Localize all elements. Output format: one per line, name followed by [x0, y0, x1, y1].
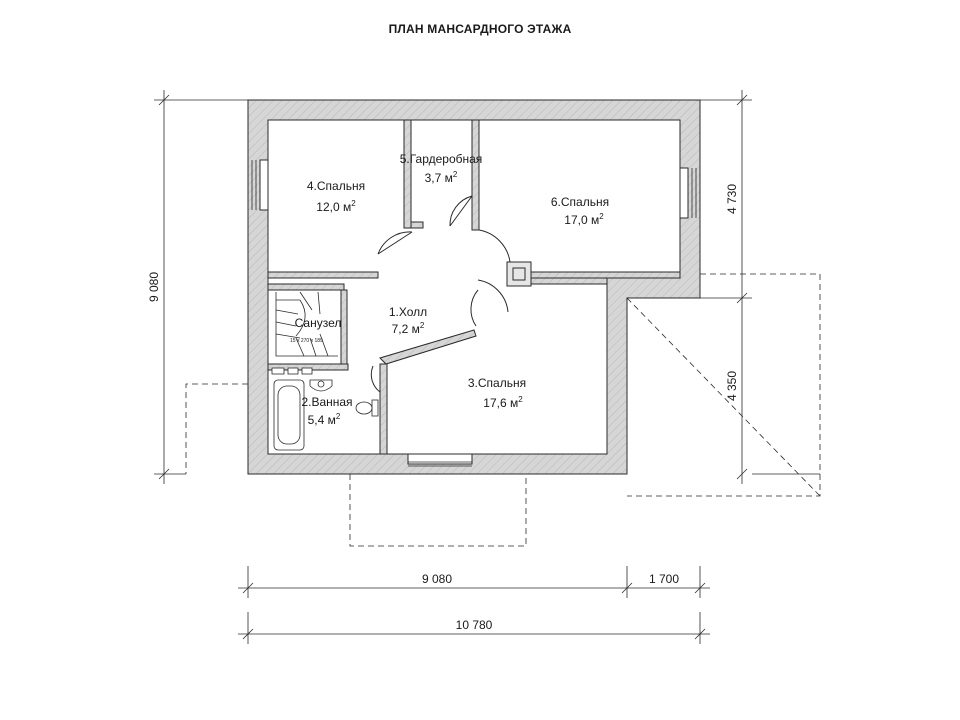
room-area-bed6: 17,0 м2	[564, 212, 604, 227]
stair-note: 15 х 270 х 189	[290, 338, 323, 344]
wall-bed6-bottom	[529, 271, 681, 279]
stairs	[275, 291, 338, 357]
walls	[247, 99, 701, 475]
dashed-outlines	[185, 273, 821, 547]
toilet-tank	[371, 399, 379, 417]
wall-wc-right	[340, 289, 348, 365]
room-label-bath: 2.Ванная	[301, 395, 352, 409]
dim-bottom-extension: 1 700	[649, 572, 679, 586]
room-area-wardrobe: 3,7 м2	[425, 170, 458, 185]
toilet-bowl	[355, 401, 373, 415]
wall-bed4-wardrobe	[403, 119, 412, 229]
dim-left-total: 9 080	[147, 272, 161, 302]
dim-right-upper: 4 730	[725, 184, 739, 214]
wall-bed4-bottom	[267, 271, 379, 279]
room-label-wardrobe: 5.Гардеробная	[400, 152, 483, 166]
doors	[370, 195, 511, 393]
dimension-labels: 9 080 4 730 4 350 9 080 1 700 10 780	[147, 184, 739, 632]
bath-fixtures	[271, 367, 379, 451]
room-area-bed3: 17,6 м2	[483, 395, 523, 410]
room-area-bath: 5,4 м2	[308, 412, 341, 427]
room-labels: 4.Спальня 12,0 м2 5.Гардеробная 3,7 м2 6…	[295, 152, 609, 427]
wall-bath-bed3	[379, 363, 388, 455]
room-label-hall: 1.Холл	[389, 305, 427, 319]
chimney	[506, 261, 532, 287]
wall-hall-diagonal	[379, 329, 477, 365]
dimension-lines	[154, 90, 820, 644]
wall-wc-top	[267, 283, 345, 291]
windows	[251, 160, 697, 467]
room-label-bed3: 3.Спальня	[468, 376, 526, 390]
wall-wardrobe-bottom	[410, 221, 424, 229]
room-area-hall: 7,2 м2	[392, 321, 425, 336]
room-label-bed4: 4.Спальня	[307, 179, 365, 193]
drawing-title: ПЛАН МАНСАРДНОГО ЭТАЖА	[388, 22, 572, 36]
dim-bottom-total: 10 780	[456, 618, 493, 632]
wall-wardrobe-bed6	[471, 119, 480, 231]
wall-bed3-top	[529, 277, 608, 285]
room-label-bed6: 6.Спальня	[551, 195, 609, 209]
room-area-bed4: 12,0 м2	[316, 199, 356, 214]
dim-bottom-main: 9 080	[422, 572, 452, 586]
room-label-wc: Санузел	[295, 316, 342, 330]
dim-right-lower: 4 350	[725, 371, 739, 401]
